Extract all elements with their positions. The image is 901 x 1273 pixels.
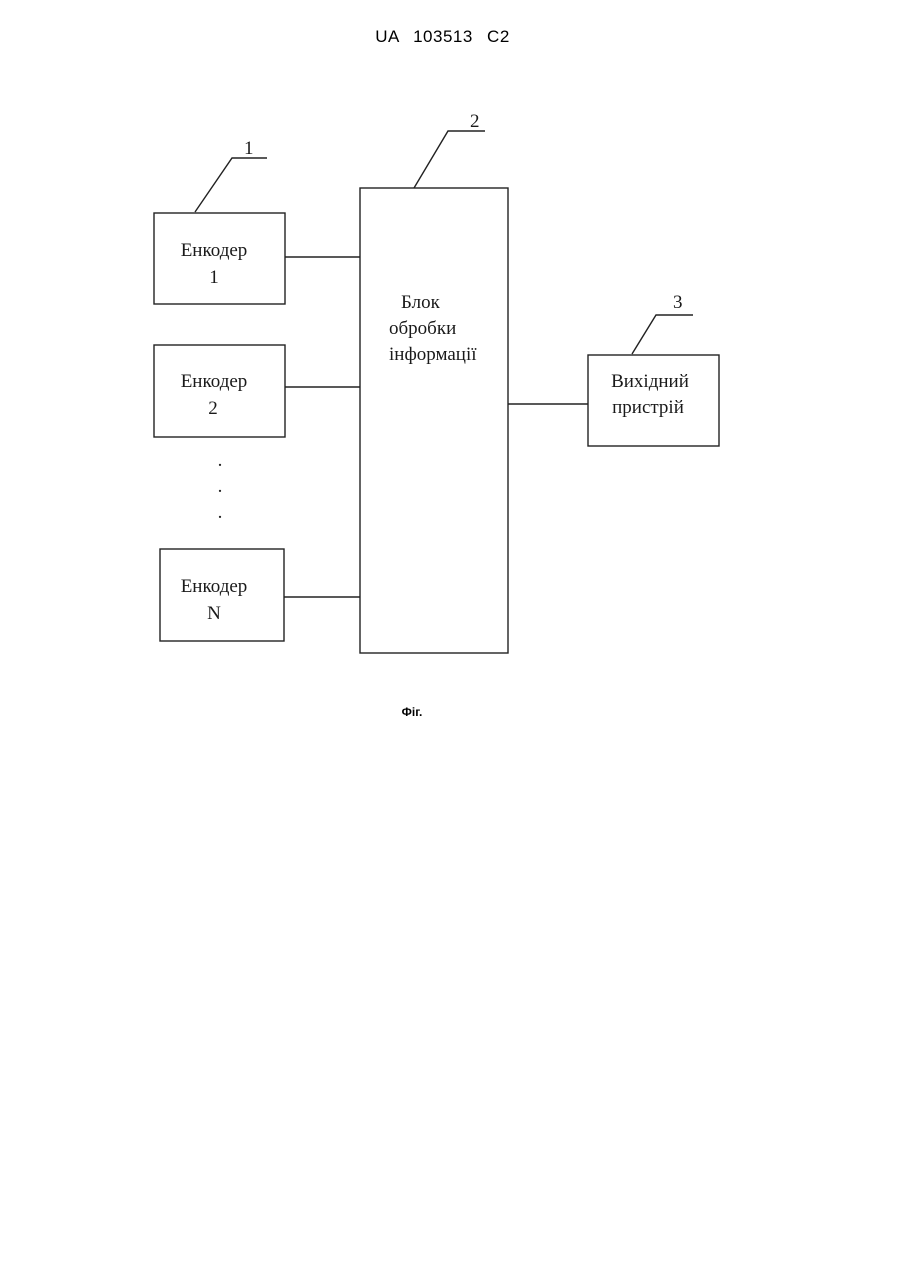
encoder-2-index: 2 bbox=[208, 398, 218, 419]
encoder-n-label: Енкодер bbox=[181, 576, 248, 597]
processing-block-box bbox=[360, 188, 508, 653]
ref-number-1: 1 bbox=[244, 138, 254, 159]
encoder-1-index: 1 bbox=[209, 267, 219, 288]
figure-caption: Фіг. bbox=[0, 705, 824, 719]
leader-line-1 bbox=[195, 158, 267, 212]
leader-line-3 bbox=[632, 315, 693, 354]
output-device-line-1: Вихідний bbox=[611, 371, 689, 392]
processing-block-line-2: обробки bbox=[389, 318, 456, 339]
encoder-n-index: N bbox=[207, 603, 221, 624]
ellipsis-dot: . bbox=[218, 476, 223, 497]
ellipsis-dot: . bbox=[218, 450, 223, 471]
encoder-2-label: Енкодер bbox=[181, 371, 248, 392]
leader-line-2 bbox=[414, 131, 485, 188]
processing-block-line-1: Блок bbox=[401, 292, 441, 313]
output-device-line-2: пристрій bbox=[612, 397, 684, 418]
ellipsis-dot: . bbox=[218, 502, 223, 523]
ref-number-2: 2 bbox=[470, 111, 480, 132]
ref-number-3: 3 bbox=[673, 292, 683, 313]
processing-block-line-3: інформації bbox=[389, 344, 477, 365]
encoder-1-label: Енкодер bbox=[181, 240, 248, 261]
